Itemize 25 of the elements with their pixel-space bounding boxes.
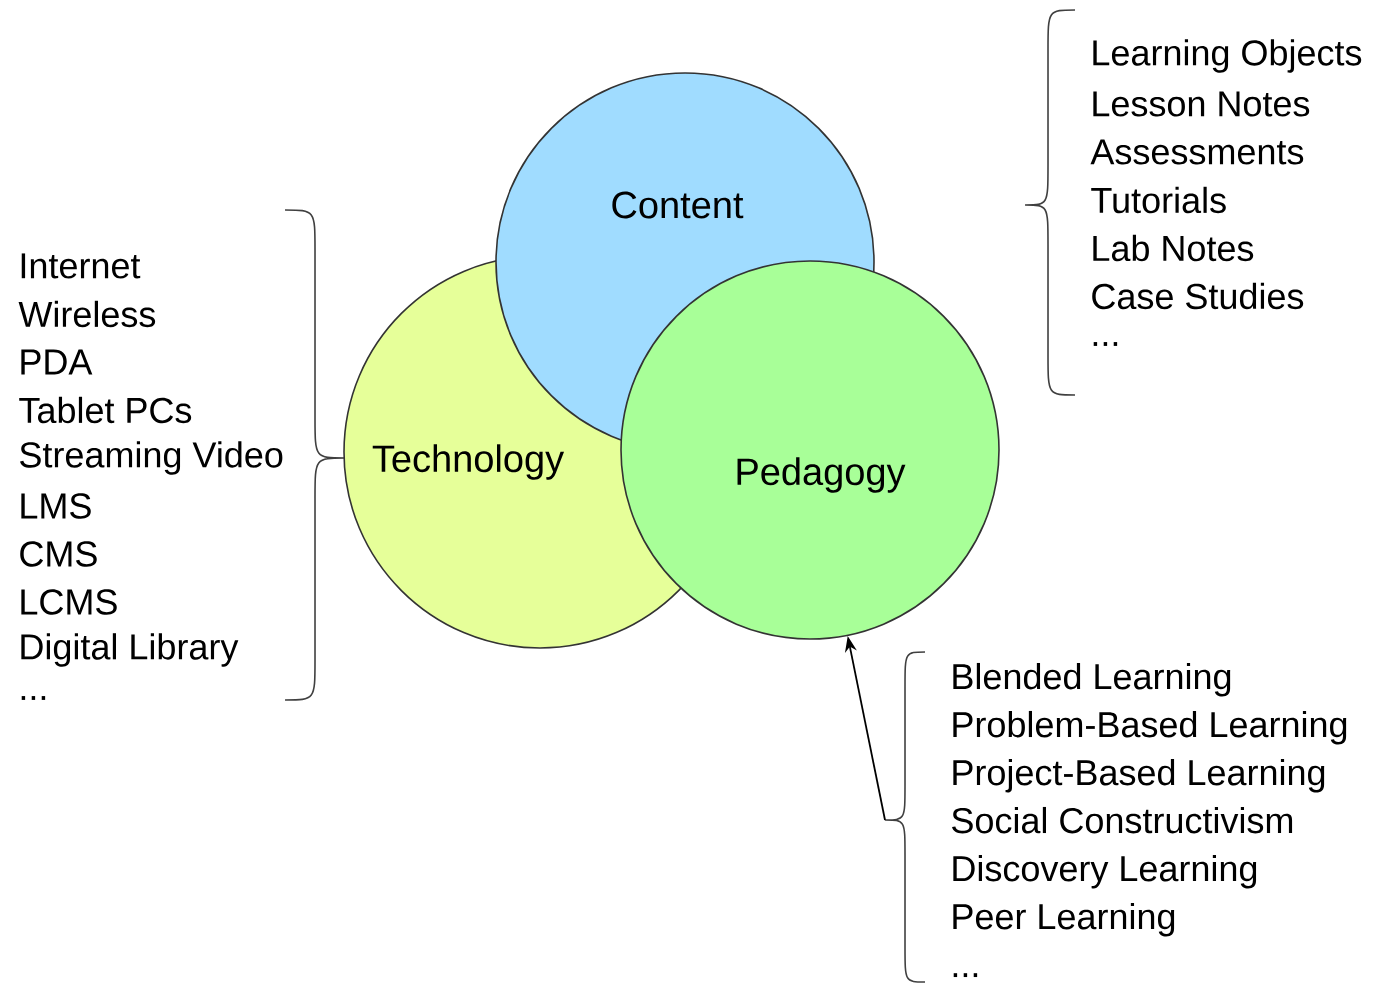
list-item: Assessments (1090, 139, 1304, 165)
node-label: Blended Learning (953, 662, 1231, 697)
list-item: PDA (21, 349, 93, 375)
node-label: Problem-Based Learning (953, 710, 1347, 745)
node-label: Project-Based Learning (953, 758, 1325, 793)
list-item: CMS (20, 541, 97, 567)
list-item: ... (1093, 342, 1118, 346)
list-item: Learning Objects (1093, 39, 1362, 73)
list-item: LCMS (21, 589, 117, 615)
list-item: LMS (21, 493, 91, 519)
list-item: ... (21, 696, 46, 700)
node-label: Peer Learning (953, 902, 1175, 937)
list-item: Digital Library (21, 633, 239, 667)
list-item: Wireless (18, 300, 156, 328)
node-label: Social Constructivism (952, 806, 1293, 834)
list-item: Streaming Video (20, 441, 283, 475)
list-item: Tablet PCs (19, 396, 192, 424)
list-item: Lesson Notes (1093, 91, 1310, 117)
list-item: Case Studies (1092, 282, 1304, 310)
list-item: Tutorials (1091, 186, 1226, 214)
node-label: Discovery Learning (953, 854, 1257, 889)
list-item: Internet (21, 253, 141, 279)
text-list: Blended Learning Problem-Based Learning Project-Based Learning Social Constructivism Discovery Learning Peer Learning ... (952, 662, 1347, 978)
list-item: Lab Notes (1093, 234, 1254, 262)
node-label: ... (953, 973, 978, 978)
